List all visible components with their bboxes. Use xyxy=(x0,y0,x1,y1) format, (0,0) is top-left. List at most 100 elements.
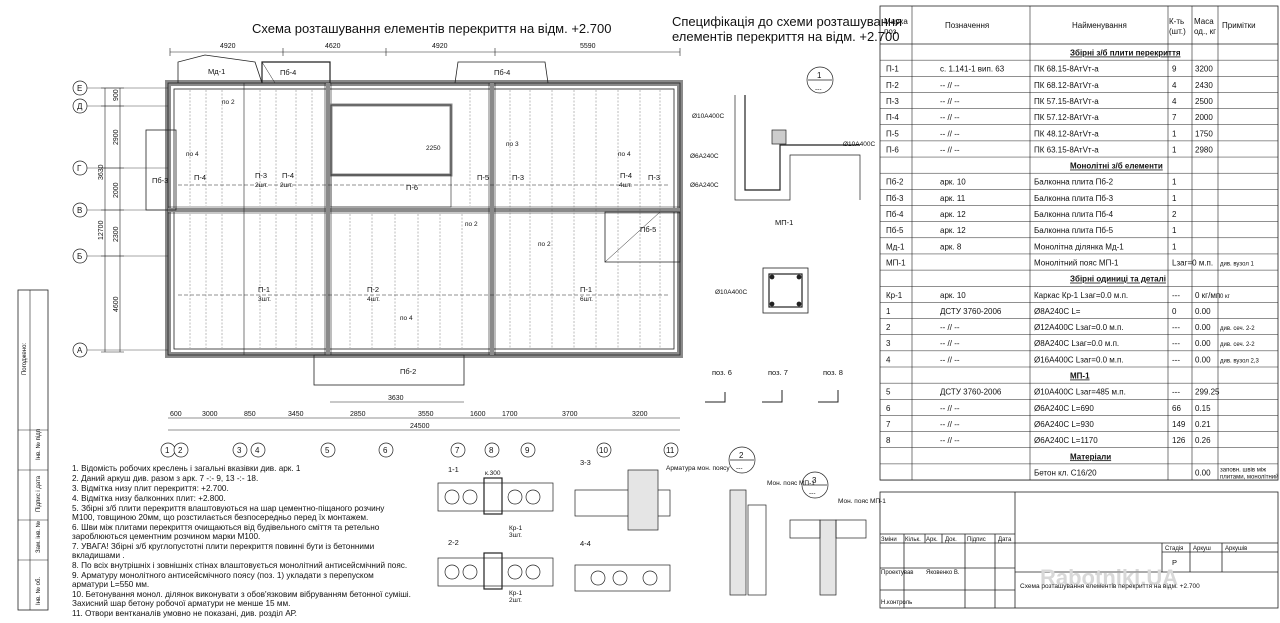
spec-cell-16-3: 0 xyxy=(1172,307,1177,316)
label-pb3: Пб-3 xyxy=(152,176,168,185)
note-6b: зароблюються цементним розчином марки М1… xyxy=(72,532,260,541)
stamp-control-role: Н.контроль xyxy=(881,600,912,606)
spec-cell-19-5: див. вузол 2,3 xyxy=(1220,358,1259,364)
section-3-3-title: 3-3 xyxy=(580,458,591,467)
spec-cell-4-4: 2000 xyxy=(1195,113,1213,122)
sections-ribbed xyxy=(574,469,671,592)
spec-cell-16-1: ДСТУ 3760-2006 xyxy=(940,307,1002,316)
spec-cell-4-1: -- // -- xyxy=(940,113,960,122)
label-po2-c: по 2 xyxy=(538,241,551,248)
bottom-dim-10: 3200 xyxy=(632,411,648,418)
stamp-sheet-label: Аркуш xyxy=(1193,546,1211,552)
balcony-pb2 xyxy=(313,354,465,386)
spec-cell-6-4: 2980 xyxy=(1195,145,1213,154)
spec-cell-21-4: 299.25 xyxy=(1195,388,1220,397)
note-4: 4. Відмітка низу балконних плит: +2.800. xyxy=(72,494,226,503)
spec-section-14: Збірні одиниці та деталі xyxy=(1070,275,1166,284)
spec-cell-18-4: 0.00 xyxy=(1195,339,1211,348)
spec-cell-23-1: -- // -- xyxy=(940,420,960,429)
spec-cell-18-0: 3 xyxy=(886,339,891,348)
note-9b: арматури L=550 мм. xyxy=(72,580,149,589)
left-dim-1: 900 xyxy=(113,89,120,101)
col-axis-4: 4 xyxy=(255,446,260,455)
spec-cell-5-2: ПК 48.12-8АтVт-а xyxy=(1034,129,1099,138)
stamp-prepared-role: Проектував xyxy=(881,570,913,576)
spec-cell-21-2: Ø10A400C Lзаг=485 м.п. xyxy=(1034,388,1126,397)
spec-cell-19-4: 0.00 xyxy=(1195,355,1211,364)
note-6: 6. Шви між плитами перекриття очищаються… xyxy=(72,523,380,532)
spec-cell-4-0: П-4 xyxy=(886,113,899,122)
spec-cell-6-2: ПК 63.15-8АтVт-а xyxy=(1034,145,1099,154)
section-2-2-count: 2шт. xyxy=(509,597,522,604)
node-2-sub: --- xyxy=(736,465,743,472)
section-1-1-kr: Кр-1 xyxy=(509,525,523,532)
note-2: 2. Даний аркуш див. разом з арк. 7 -:- 9… xyxy=(72,474,258,483)
spec-cell-23-4: 0.21 xyxy=(1195,420,1211,429)
stamp-col-sheet: Арк. xyxy=(926,537,938,543)
note-9: 9. Арматуру монолітного антисейсмічного … xyxy=(72,571,374,580)
pos7-title: поз. 7 xyxy=(768,368,788,377)
stamp-col-sign: Підпис xyxy=(967,537,986,543)
spec-cell-3-3: 4 xyxy=(1172,97,1177,106)
spec-cell-17-0: 2 xyxy=(886,323,891,332)
row-axis-B: Б xyxy=(77,252,82,261)
spec-cell-2-0: П-2 xyxy=(886,81,899,90)
top-projections xyxy=(177,54,549,84)
spec-cell-1-3: 9 xyxy=(1172,65,1177,74)
label-p4-count: 2шт. xyxy=(280,182,293,189)
spec-section-20: МП-1 xyxy=(1070,372,1090,381)
note-5: 5. Збірні з/б плити перекриття влаштовую… xyxy=(72,504,385,513)
spec-cell-3-2: ПК 57.15-8АтVт-а xyxy=(1034,97,1099,106)
label-p3-b: П-3 xyxy=(512,173,524,182)
label-pb5: Пб-5 xyxy=(640,225,656,234)
label-p4-b: П-4 xyxy=(620,171,632,180)
label-p2: П-2 xyxy=(367,285,379,294)
row-axis-E: Е xyxy=(77,84,82,93)
spec-cell-12-1: арк. 8 xyxy=(940,242,962,251)
spec-cell-5-3: 1 xyxy=(1172,129,1177,138)
spec-cell-8-3: 1 xyxy=(1172,178,1177,187)
spec-header-2: Найменування xyxy=(1072,21,1127,30)
node-2-mon: Мон. пояс МП-1 xyxy=(767,480,815,487)
spec-cell-19-0: 4 xyxy=(886,355,891,364)
note-8: 8. По всіх внутрішніх і зовнішніх стінах… xyxy=(72,561,407,570)
stamp-col-qty: Кільк. xyxy=(905,537,921,543)
spec-cell-11-1: арк. 12 xyxy=(940,226,966,235)
title-block xyxy=(879,491,1279,609)
watermark: Rabotniki.UA xyxy=(1040,565,1178,590)
label-po4-c: по 4 xyxy=(618,151,631,158)
stamp-prepared-name: Яковенко В. xyxy=(926,570,960,576)
spec-cell-22-0: 6 xyxy=(886,404,891,413)
general-notes: 1. Відомість робочих креслень і загальні… xyxy=(72,464,411,618)
spec-cell-12-2: Монолітна ділянка Мд-1 xyxy=(1034,242,1124,251)
spec-cell-22-2: Ø6A240C L=690 xyxy=(1034,404,1094,413)
node-1-bar-b: Ø6A240C xyxy=(690,153,719,160)
spec-cell-19-3: --- xyxy=(1172,355,1180,364)
stamp-drawing-title: Схема розташування елементів перекриття … xyxy=(1020,582,1200,590)
label-po3-a: по 3 xyxy=(506,141,519,148)
spec-cell-22-4: 0.15 xyxy=(1195,404,1211,413)
label-p5: П-5 xyxy=(477,173,489,182)
spec-cell-1-1: с. 1.141-1 вип. 63 xyxy=(940,65,1005,74)
section-1-1-step: к.300 xyxy=(485,470,501,477)
label-po2-b: по 2 xyxy=(465,221,478,228)
left-dim-4: 2300 xyxy=(113,226,120,242)
side-stamp-inv-ob: Інв. № об. xyxy=(35,577,42,605)
slab-joints xyxy=(189,90,661,348)
spec-cell-6-1: -- // -- xyxy=(940,145,960,154)
spec-cell-24-0: 8 xyxy=(886,436,891,445)
balcony-pb3 xyxy=(145,129,177,211)
spec-cell-15-1: арк. 10 xyxy=(940,291,966,300)
note-7b: вкладишами . xyxy=(72,551,125,560)
spec-cell-9-2: Балконна плита Пб-3 xyxy=(1034,194,1114,203)
pos6-title: поз. 6 xyxy=(712,368,732,377)
bottom-dim-2: 3000 xyxy=(202,411,218,418)
pos8-title: поз. 8 xyxy=(823,368,843,377)
spec-cell-22-3: 66 xyxy=(1172,404,1181,413)
spec-cell-19-2: Ø16A400C Lзаг=0.0 м.п. xyxy=(1034,355,1124,364)
spec-cell-10-0: Пб-4 xyxy=(886,210,904,219)
spec-cell-17-2: Ø12A400C Lзаг=0.0 м.п. xyxy=(1034,323,1124,332)
stamp-col-doc: Док. xyxy=(945,537,957,543)
